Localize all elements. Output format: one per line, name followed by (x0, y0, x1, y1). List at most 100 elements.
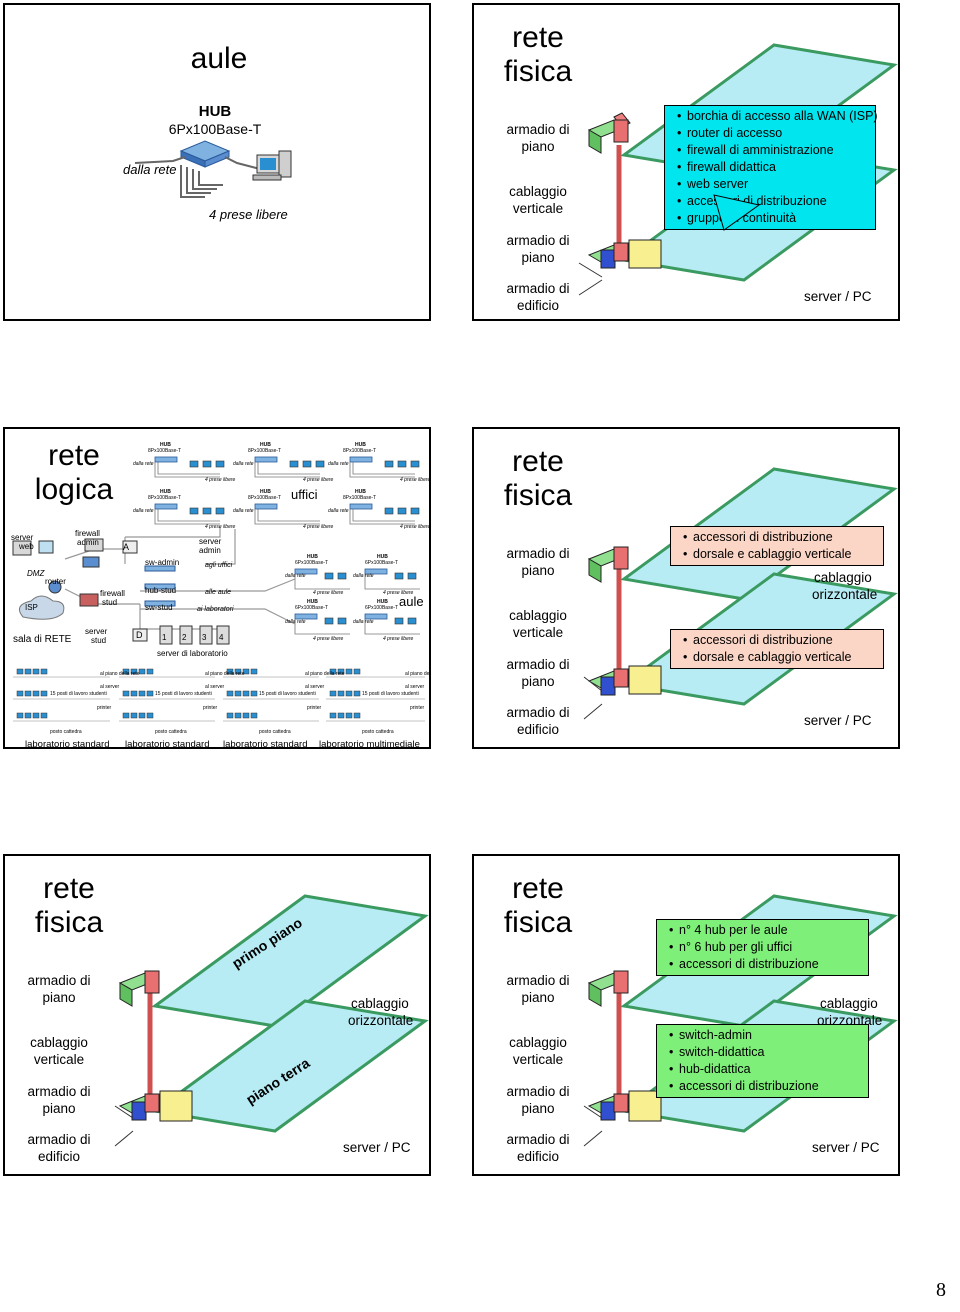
page-number: 8 (936, 1279, 946, 1301)
slide-rete-fisica-4: rete fisica armadio di piano cablaggio v… (472, 854, 900, 1176)
hub-sub-label: 6Px100Base-T (295, 605, 329, 611)
label-armadio-piano-bottom-2: piano (521, 1101, 555, 1116)
server-stud-label: stud (91, 636, 107, 645)
slide-aule: aule HUB 6Px100Base-T dalla rete 4 prese… (3, 3, 431, 321)
free-ports-label: 4 prese libere (383, 590, 414, 596)
from-net-label: dalla rete (133, 461, 154, 467)
d-label: D (136, 630, 143, 640)
info-item: accessori di distribuzione (683, 529, 877, 546)
info-item: web server (677, 176, 869, 193)
hub-sub-label: 6Px100Base-T (295, 560, 329, 566)
firewall-stud-label: firewall (100, 589, 125, 598)
slide-title: aule (190, 42, 248, 75)
label-armadio-piano-bottom-1: armadio di (27, 1084, 91, 1099)
to-server-label: al server (100, 684, 120, 690)
server-admin-label: server (199, 537, 222, 546)
info-item: dorsale e cablaggio verticale (683, 649, 877, 666)
info-item: accessori di distribuzione (683, 632, 877, 649)
label-armadio-piano-top-2: piano (521, 563, 555, 578)
free-ports-label: 4 prese libere (400, 477, 431, 483)
hub-label: HUB (307, 599, 318, 605)
lab-label-3: laboratorio standard (223, 739, 308, 749)
hub-sub-label: 8Px100Base-T (248, 448, 282, 454)
label-cablaggio-verticale-1: cablaggio (509, 1035, 567, 1050)
sala-label: sala di RETE (13, 634, 72, 645)
from-net-label: dalla rete (233, 461, 254, 467)
hub-label: HUB (355, 489, 366, 495)
uffici-label: uffici (291, 487, 318, 502)
lab-number-4: 4 (219, 633, 224, 642)
hub-diagram (134, 140, 292, 198)
sw-stud-label: sw-stud (145, 603, 173, 612)
sw-admin-label: sw-admin (145, 558, 180, 567)
label-cablaggio-orizzontale-1: cablaggio (820, 996, 878, 1011)
free-ports-label: 4 prese libere (205, 477, 236, 483)
hub-label: HUB (355, 442, 366, 448)
slide-rete-fisica-2: rete fisica armadio di piano cablaggio v… (472, 427, 900, 749)
hub-label: HUB (307, 554, 318, 560)
label-server-pc: server / PC (804, 289, 872, 304)
slide-title-2: fisica (503, 479, 573, 512)
lab-label-1: laboratorio standard (25, 739, 110, 749)
from-net-label: dalla rete (353, 573, 374, 579)
to-server-label: al server (305, 684, 325, 690)
router-label: router (45, 577, 66, 586)
info-item: accessori di distribuzione (669, 956, 862, 973)
free-ports-label: 4 prese libere (209, 207, 288, 222)
label-armadio-edificio-2: edificio (37, 1149, 81, 1164)
hub-title: HUB (198, 103, 232, 120)
lab-number-3: 3 (202, 633, 207, 642)
label-cablaggio-verticale-2: verticale (33, 1052, 85, 1067)
slide-title-2: fisica (503, 906, 573, 939)
dmz-label: DMZ (27, 569, 45, 578)
info-box: borchia di accesso alla WAN (ISP) router… (664, 105, 878, 230)
label-armadio-edificio-1: armadio di (506, 705, 570, 720)
server-lab-label: server di laboratorio (157, 649, 228, 658)
slide-title-1: rete (512, 21, 564, 54)
info-box-top: n° 4 hub per le aule n° 6 hub per gli uf… (656, 919, 869, 976)
printer-label: printer (307, 705, 322, 711)
to-hub-label: al piano della rete (405, 671, 430, 677)
label-armadio-piano-top-1: armadio di (506, 973, 570, 988)
isp-label: ISP (25, 603, 38, 612)
label-armadio-piano-bottom-1: armadio di (506, 233, 570, 248)
free-ports-label: 4 prese libere (205, 524, 236, 530)
info-item: router di accesso (677, 125, 869, 142)
info-item: dorsale e cablaggio verticale (683, 546, 877, 563)
lab-label-2: laboratorio standard (125, 739, 210, 749)
label-cablaggio-verticale-1: cablaggio (509, 184, 567, 199)
label-cablaggio-orizzontale-2: orizzontale (348, 1013, 414, 1028)
agli-uffici-label: agli uffici (205, 562, 233, 569)
hub-sub-label: 8Px100Base-T (148, 448, 182, 454)
server-admin-label: admin (199, 546, 221, 555)
slide-title-1: rete (48, 439, 100, 472)
printer-label: printer (410, 705, 425, 711)
from-net-label: dalla rete (353, 619, 374, 625)
label-cablaggio-verticale-2: verticale (512, 201, 564, 216)
hub-label: HUB (260, 489, 271, 495)
label-armadio-piano-bottom-2: piano (42, 1101, 76, 1116)
free-ports-label: 4 prese libere (303, 524, 334, 530)
label-armadio-edificio-1: armadio di (27, 1132, 91, 1147)
hub-label: HUB (377, 554, 388, 560)
slide-title-2: logica (34, 473, 114, 506)
slide-title-1: rete (512, 445, 564, 478)
label-armadio-piano-top-1: armadio di (506, 546, 570, 561)
info-item: hub-didattica (669, 1061, 862, 1078)
label-armadio-piano-bottom-1: armadio di (506, 657, 570, 672)
from-net-label: dalla rete (233, 508, 254, 514)
label-cablaggio-verticale-2: verticale (512, 1052, 564, 1067)
info-box-top: accessori di distribuzione dorsale e cab… (670, 526, 884, 566)
label-cablaggio-verticale-2: verticale (512, 625, 564, 640)
slide-rete-fisica-3: rete fisica armadio di piano cablaggio v… (3, 854, 431, 1176)
firewall-admin-label: admin (77, 538, 99, 547)
server-web-label: server (11, 533, 34, 542)
info-item: switch-didattica (669, 1044, 862, 1061)
hub-label: HUB (160, 442, 171, 448)
label-server-pc: server / PC (343, 1140, 411, 1155)
label-cablaggio-orizzontale-1: cablaggio (814, 570, 872, 585)
lab-seats-label: 15 posti di lavoro studenti (259, 691, 316, 697)
hub-sub-label: 8Px100Base-T (148, 495, 182, 501)
aule-label: aule (399, 594, 424, 609)
free-ports-label: 4 prese libere (400, 524, 431, 530)
